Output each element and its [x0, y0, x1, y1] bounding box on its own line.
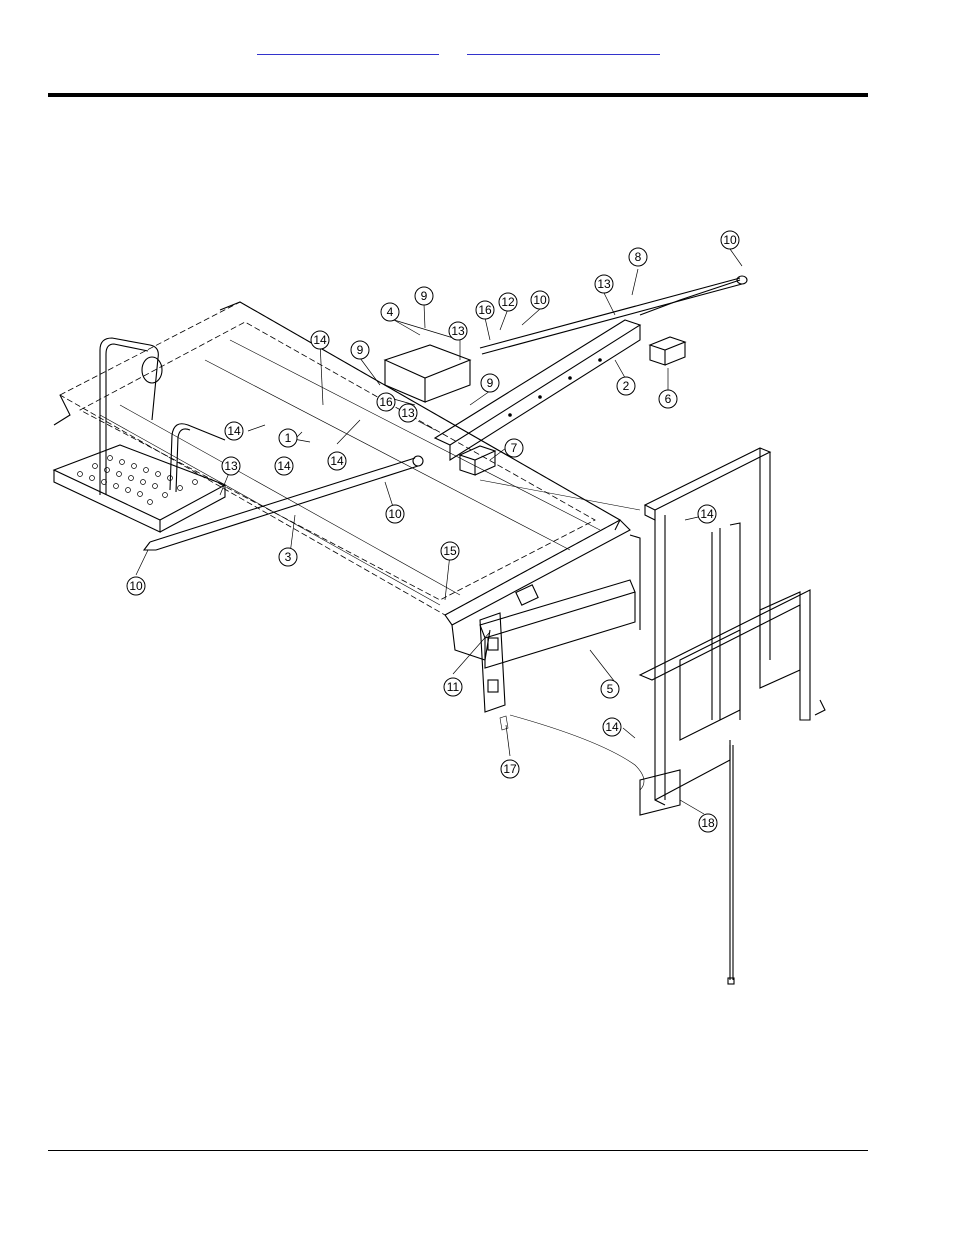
callout-label: 9	[421, 289, 428, 303]
callout-label: 13	[401, 406, 415, 420]
callout-11[interactable]: 11	[443, 677, 463, 697]
crossbar	[479, 534, 641, 669]
callout-13-b[interactable]: 13	[448, 321, 468, 341]
parts-diagram-drawing: 1 2 3 4 5 6 7 8 9 9 9 10 10 10 10 11 12 …	[52, 230, 826, 985]
upper-brace	[479, 275, 748, 355]
callout-10-b[interactable]: 10	[530, 290, 550, 310]
callout-label: 16	[478, 303, 492, 317]
lift-assembly	[638, 447, 826, 985]
callout-label: 12	[501, 295, 515, 309]
callout-12[interactable]: 12	[498, 292, 518, 312]
callout-9-b[interactable]: 9	[350, 340, 370, 360]
callout-16-b[interactable]: 16	[376, 392, 396, 412]
callout-13-a[interactable]: 13	[594, 274, 614, 294]
callout-9-c[interactable]: 9	[480, 373, 500, 393]
callout-label: 4	[387, 305, 394, 319]
callout-label: 7	[511, 441, 518, 455]
callout-label: 3	[285, 550, 292, 564]
callout-label: 1	[285, 431, 292, 445]
callout-13-c[interactable]: 13	[398, 403, 418, 423]
callouts: 1 2 3 4 5 6 7 8 9 9 9 10 10 10 10 11 12 …	[126, 230, 740, 833]
callout-14-d[interactable]: 14	[327, 451, 347, 471]
header-link-1[interactable]	[257, 38, 439, 55]
callout-8[interactable]: 8	[628, 247, 648, 267]
callout-14-b[interactable]: 14	[224, 421, 244, 441]
callout-label: 10	[129, 579, 143, 593]
callout-label: 9	[357, 343, 364, 357]
callout-label: 2	[623, 379, 630, 393]
footer-rule	[48, 1150, 868, 1151]
callout-label: 14	[700, 507, 714, 521]
callout-15[interactable]: 15	[440, 541, 460, 561]
header-link-2[interactable]	[467, 38, 660, 55]
callout-label: 14	[330, 454, 344, 468]
callout-label: 15	[443, 544, 457, 558]
step-platform	[52, 444, 227, 533]
callout-14-e[interactable]: 14	[697, 504, 717, 524]
callout-3[interactable]: 3	[278, 547, 298, 567]
leader-lines	[135, 248, 743, 815]
callout-label: 17	[503, 762, 517, 776]
callout-10-c[interactable]: 10	[385, 504, 405, 524]
callout-label: 13	[451, 324, 465, 338]
callout-label: 8	[635, 250, 642, 264]
callout-7[interactable]: 7	[504, 438, 524, 458]
bracket-6	[648, 336, 687, 366]
header-rule	[48, 93, 868, 97]
support-arm	[433, 319, 642, 461]
callout-label: 14	[313, 333, 327, 347]
callout-9-a[interactable]: 9	[414, 286, 434, 306]
callout-18[interactable]: 18	[698, 813, 718, 833]
callout-label: 13	[224, 459, 238, 473]
diagonal-brace	[142, 455, 424, 551]
main-frame	[59, 301, 631, 661]
callout-6[interactable]: 6	[658, 389, 678, 409]
callout-17[interactable]: 17	[500, 759, 520, 779]
callout-1[interactable]: 1	[278, 428, 298, 448]
callout-label: 6	[665, 392, 672, 406]
callout-14-c[interactable]: 14	[274, 456, 294, 476]
bracket-4	[383, 344, 472, 403]
callout-label: 16	[379, 395, 393, 409]
parts-diagram: 1 2 3 4 5 6 7 8 9 9 9 10 10 10 10 11 12 …	[40, 220, 840, 1000]
callout-label: 9	[487, 376, 494, 390]
callout-14-f[interactable]: 14	[602, 717, 622, 737]
callout-2[interactable]: 2	[616, 376, 636, 396]
callout-label: 10	[388, 507, 402, 521]
cable-loop	[479, 479, 645, 791]
callout-10-a[interactable]: 10	[720, 230, 740, 250]
callout-label: 10	[723, 233, 737, 247]
callout-13-d[interactable]: 13	[221, 456, 241, 476]
callout-10-d[interactable]: 10	[126, 576, 146, 596]
callout-label: 14	[605, 720, 619, 734]
callout-14-a[interactable]: 14	[310, 330, 330, 350]
callout-label: 13	[597, 277, 611, 291]
callout-16-a[interactable]: 16	[475, 300, 495, 320]
callout-label: 5	[607, 682, 614, 696]
callout-4[interactable]: 4	[380, 302, 400, 322]
callout-label: 14	[227, 424, 241, 438]
callout-5[interactable]: 5	[600, 679, 620, 699]
callout-label: 18	[701, 816, 715, 830]
mount-plate	[479, 612, 506, 713]
callout-label: 14	[277, 459, 291, 473]
callout-label: 10	[533, 293, 547, 307]
callout-label: 11	[447, 680, 460, 694]
handrail	[53, 337, 226, 495]
